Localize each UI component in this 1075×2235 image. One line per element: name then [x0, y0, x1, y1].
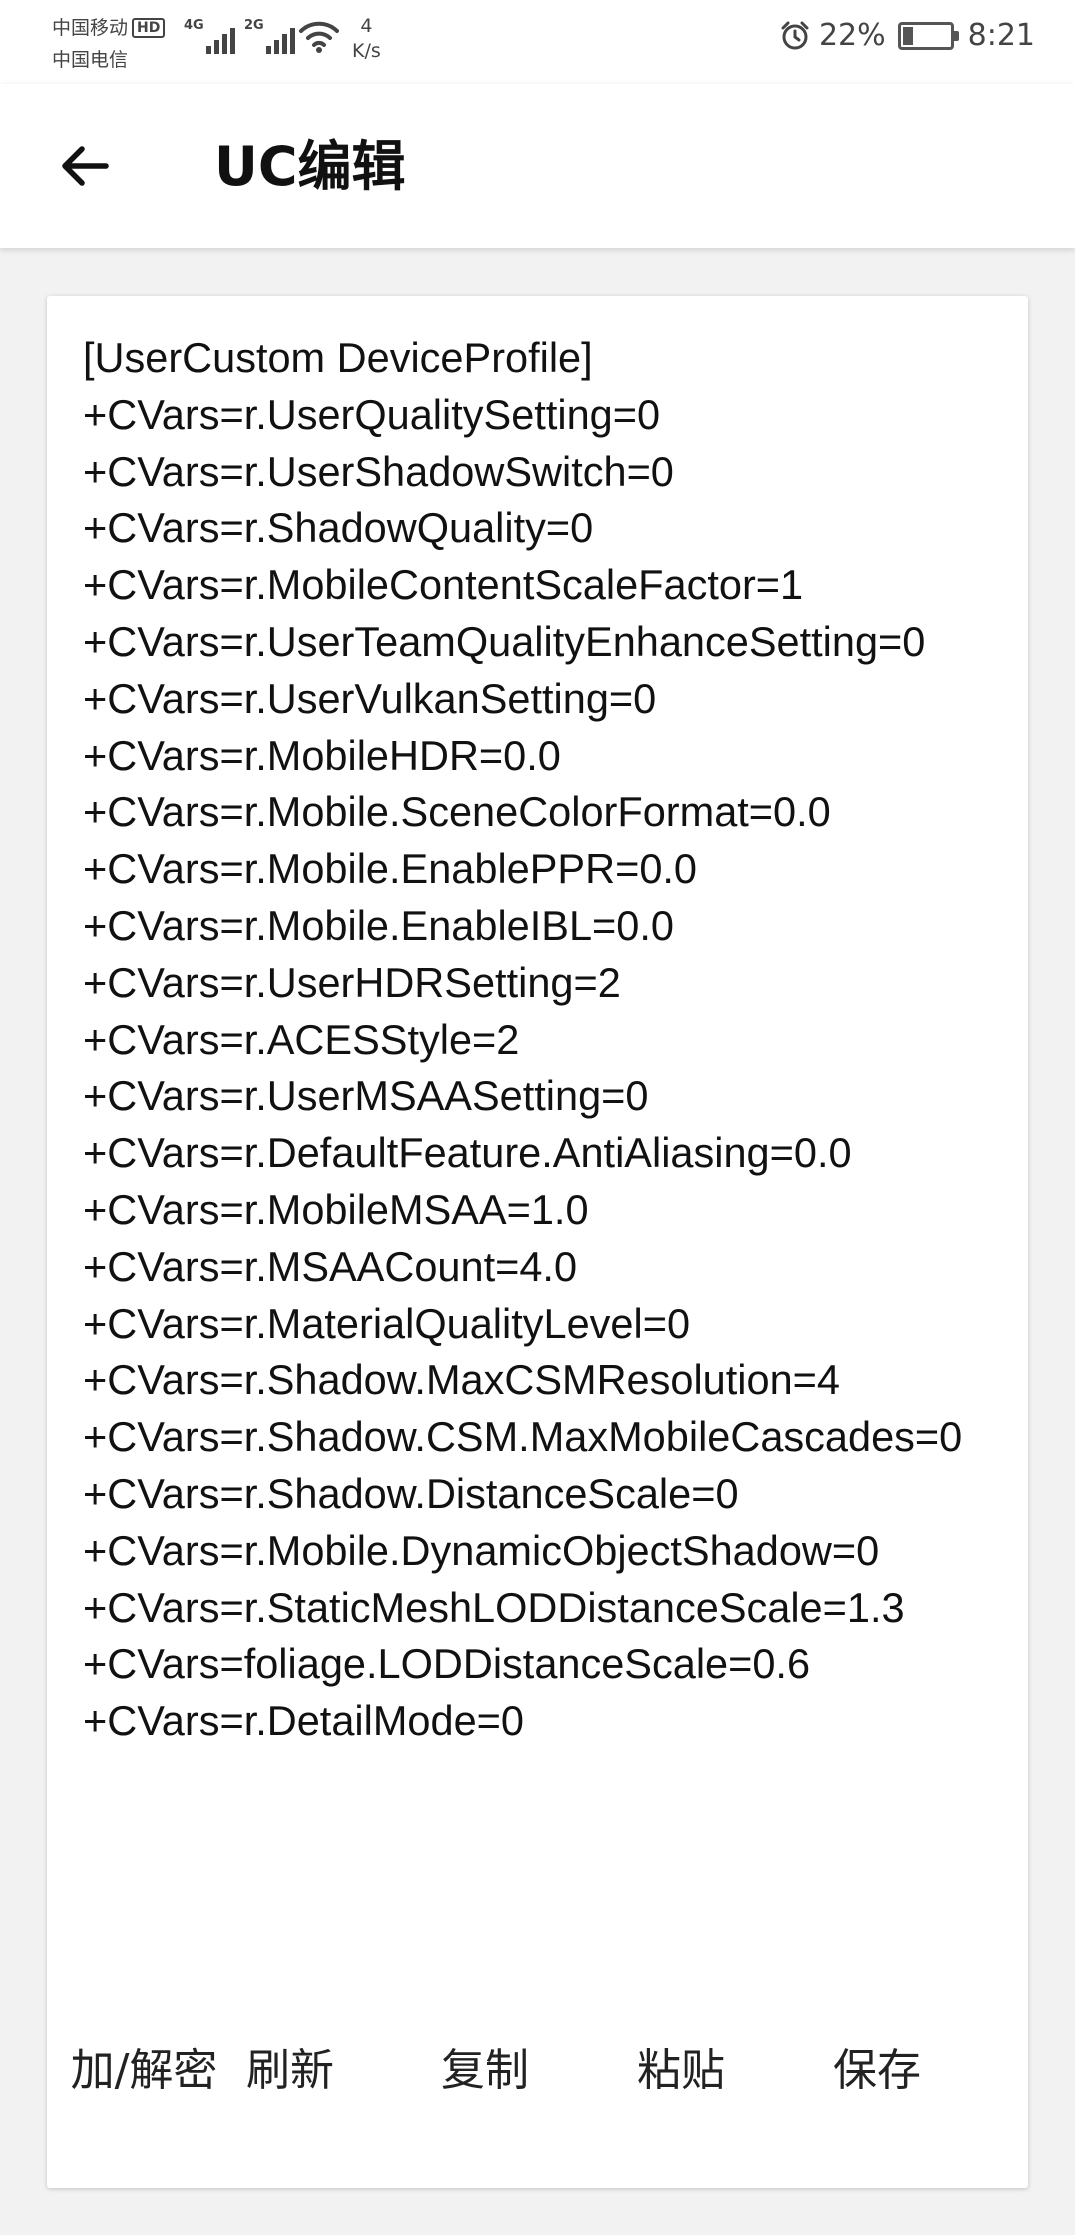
status-right: 22% 8:21	[779, 18, 1035, 53]
back-button[interactable]	[44, 126, 124, 206]
app-bar: UC编辑	[0, 84, 1075, 248]
network-speed: 4 K/s	[352, 14, 381, 64]
config-text-editor[interactable]: [UserCustom DeviceProfile] +CVars=r.User…	[83, 330, 1003, 1970]
save-button[interactable]: 保存	[802, 2043, 952, 2099]
alarm-icon	[781, 21, 809, 49]
editor-card: [UserCustom DeviceProfile] +CVars=r.User…	[47, 296, 1028, 2188]
sim2-network-label: 2G	[244, 18, 264, 33]
signal-bars-icon	[205, 28, 235, 54]
carrier-2-label: 中国电信	[52, 49, 129, 71]
encrypt-decrypt-button[interactable]: 加/解密	[69, 2043, 219, 2099]
net-speed-unit: K/s	[352, 40, 381, 62]
copy-button[interactable]: 复制	[410, 2043, 560, 2099]
wifi-icon	[299, 21, 339, 53]
page-title: UC编辑	[214, 135, 406, 198]
carrier-1-label: 中国移动	[52, 17, 129, 39]
battery-level-fill	[902, 26, 913, 45]
action-button-row: 加/解密 刷新 复制 粘贴 保存	[47, 2043, 1028, 2173]
signal-bars-icon	[265, 28, 295, 54]
sim1-network-label: 4G	[184, 18, 204, 33]
battery-icon	[897, 21, 959, 50]
sim1-signal-icon: 4G	[184, 18, 235, 54]
paste-button[interactable]: 粘贴	[606, 2043, 756, 2099]
refresh-button[interactable]: 刷新	[215, 2043, 365, 2099]
battery-percent: 22%	[818, 18, 886, 53]
net-speed-value: 4	[360, 15, 373, 37]
clock: 8:21	[967, 18, 1035, 53]
sim2-signal-icon: 2G	[244, 18, 295, 54]
hd-badge: HD	[132, 18, 166, 38]
arrow-left-icon	[62, 146, 109, 186]
